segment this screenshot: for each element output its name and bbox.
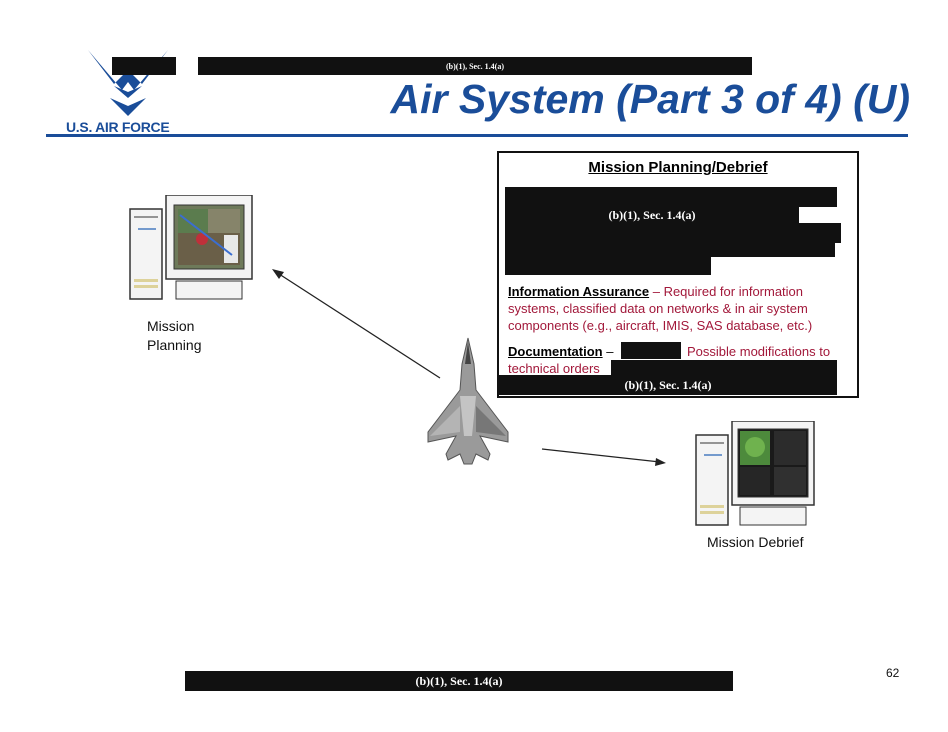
panel-title: Mission Planning/Debrief (588, 159, 768, 176)
mission-planning-label: Mission Planning (147, 318, 202, 353)
panel-redaction-1b: (b)(1), Sec. 1.4(a) (505, 205, 799, 225)
panel-redaction-1e (505, 255, 711, 275)
doc-text-2: technical orders (508, 361, 600, 376)
arrow-to-debrief (541, 448, 661, 463)
slide-title: Air System (Part 3 of 4) (U) (390, 76, 910, 122)
title-rule (46, 134, 908, 137)
panel-redaction-1-text: (b)(1), Sec. 1.4(a) (608, 207, 696, 222)
classification-redaction-top: (b)(1), Sec. 1.4(a) (198, 57, 752, 75)
information-assurance-paragraph: Information Assurance – Required for inf… (508, 283, 854, 334)
arrowhead-debrief (655, 458, 666, 466)
ia-text: – Required for information systems, clas… (508, 284, 813, 333)
arrow-to-planning (275, 271, 441, 379)
doc-dash: – (602, 344, 614, 359)
panel-redaction-1d (505, 241, 835, 257)
ia-label: Information Assurance (508, 284, 650, 299)
documentation-line-1: Documentation – (508, 343, 854, 360)
mission-debrief-label: Mission Debrief (707, 534, 804, 550)
arrowhead-planning (272, 269, 284, 279)
f22-aircraft-icon (427, 337, 509, 465)
panel-redaction-1c (505, 223, 841, 243)
classification-redaction-bottom: (b)(1), Sec. 1.4(a) (185, 671, 733, 691)
panel-redaction-2: (b)(1), Sec. 1.4(a) (499, 375, 837, 395)
page-number: 62 (886, 666, 900, 680)
logo-text: U.S. AIR FORCE (66, 119, 170, 135)
mission-debrief-computer-icon (695, 421, 815, 526)
panel-redaction-1 (505, 187, 837, 207)
panel-redaction-2a (611, 360, 837, 376)
mission-planning-debrief-panel: Mission Planning/Debrief (b)(1), Sec. 1.… (497, 151, 859, 398)
mission-planning-computer-icon (129, 195, 253, 300)
doc-redaction-inline (621, 342, 681, 359)
doc-label: Documentation (508, 344, 603, 359)
logo-redaction (112, 57, 176, 75)
doc-text: Possible modifications to (687, 344, 831, 359)
